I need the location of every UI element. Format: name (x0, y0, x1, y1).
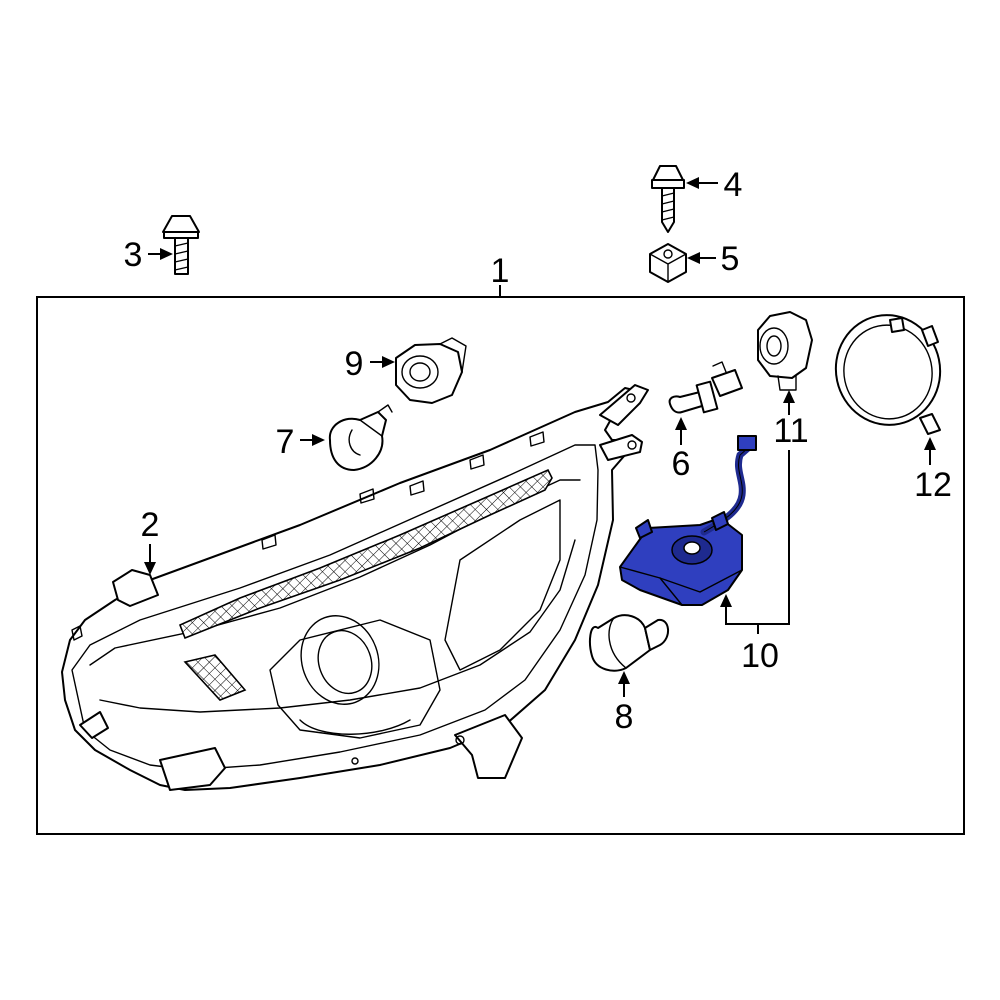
callout-8: 8 (615, 698, 634, 736)
callout-5-arrowhead (687, 252, 700, 264)
callout-9: 9 (345, 345, 364, 383)
part-11-igniter-socket (757, 311, 813, 391)
callout-10-arrowhead (720, 594, 732, 607)
callout-10: 10 (741, 637, 779, 675)
callout-1: 1 (491, 252, 510, 290)
callout-7-arrowhead (312, 434, 325, 446)
part-4-screw (651, 165, 685, 233)
callout-11: 11 (773, 412, 808, 450)
callout-5: 5 (721, 240, 740, 278)
callout-7: 7 (276, 423, 295, 461)
callout-12-arrowhead (924, 437, 936, 450)
part-3-bolt (162, 215, 200, 275)
callout-6: 6 (672, 445, 691, 483)
part-9-bulb-socket (395, 337, 467, 404)
part-7-bulb (328, 404, 393, 471)
part-8-bulb (589, 614, 669, 672)
callout-6-arrowhead (675, 417, 687, 430)
callout-4: 4 (724, 166, 743, 204)
callout-4-arrowhead (686, 177, 699, 189)
headlamp-housing (61, 384, 649, 791)
callout-11-arrowhead (783, 390, 795, 403)
callout-3-arrowhead (160, 248, 173, 260)
callout-12: 12 (914, 466, 952, 504)
part-6-hid-bulb (668, 361, 743, 414)
callout-2: 2 (141, 506, 160, 544)
part-12-cover-ring (834, 314, 942, 435)
callout-2-arrowhead (144, 562, 156, 575)
part-5-clip-nut (649, 243, 687, 283)
callout-9-arrowhead (382, 356, 395, 368)
callout-8-arrowhead (618, 671, 630, 684)
callout-3: 3 (124, 236, 143, 274)
part-10-ballast-module (619, 435, 757, 606)
